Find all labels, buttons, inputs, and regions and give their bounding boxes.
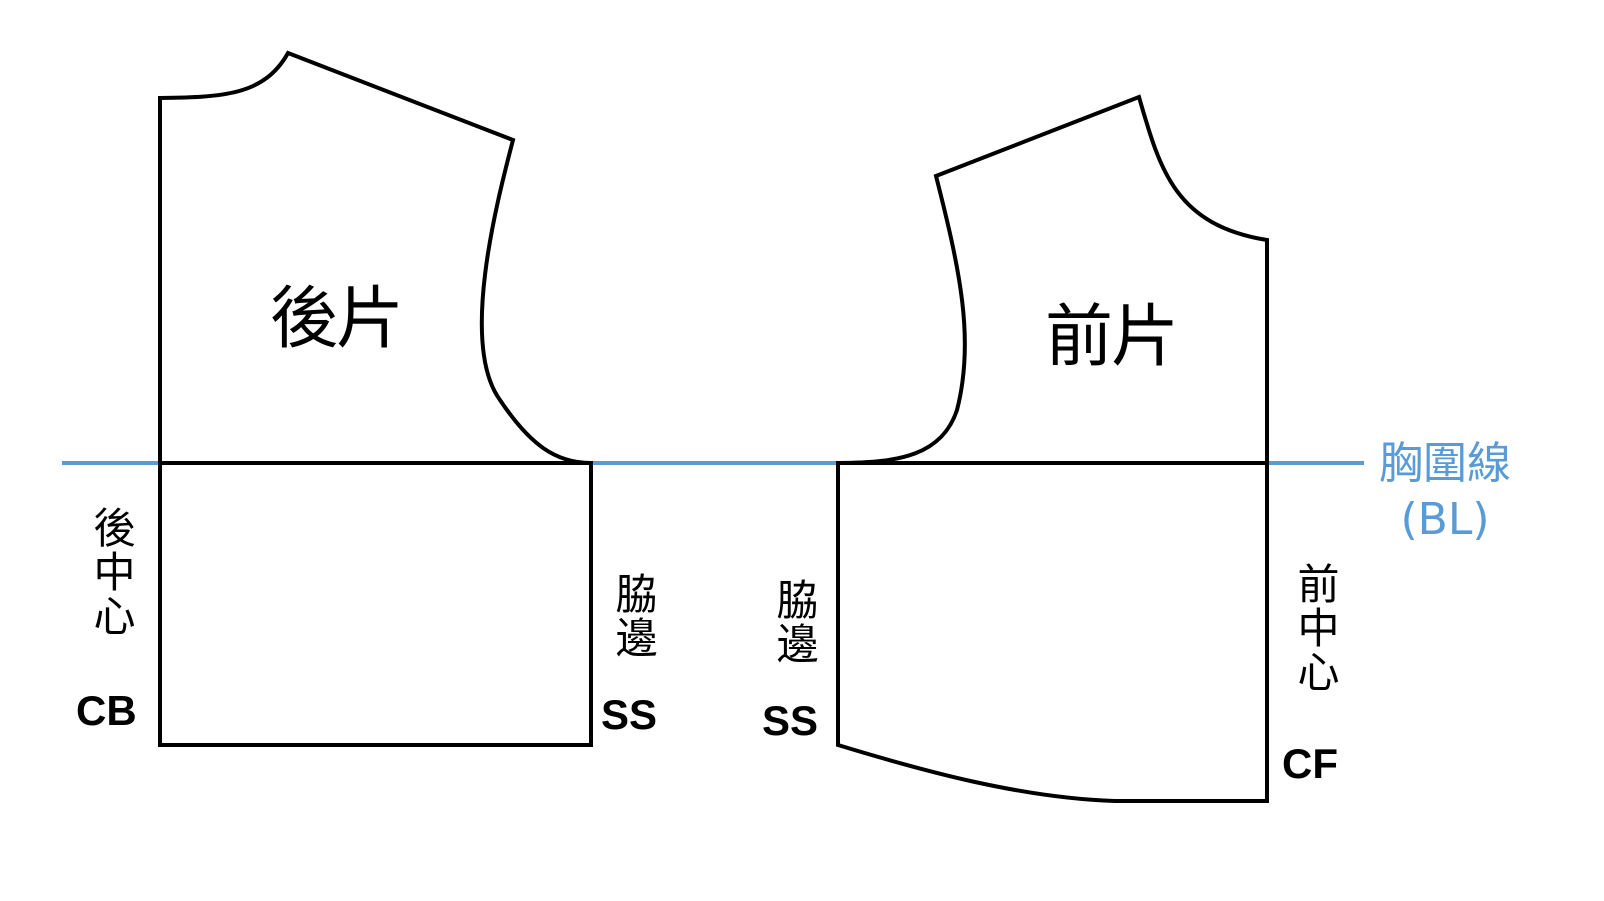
back-side-seam-label: 脇邊 — [609, 572, 658, 660]
back-piece-outline — [158, 50, 593, 747]
back-piece-title: 後片 — [270, 280, 404, 359]
front-center-abbr: CF — [1282, 740, 1338, 787]
front-center-label: 前中心 — [1291, 562, 1340, 694]
front-piece-outline — [836, 94, 1269, 803]
bust-line-abbr: (BL) — [1400, 494, 1490, 545]
front-piece-title: 前片 — [1045, 298, 1179, 377]
back-side-seam-abbr: SS — [601, 691, 658, 738]
front-side-seam-abbr: SS — [762, 697, 819, 744]
bust-line-label: 胸圍線 — [1379, 438, 1511, 489]
back-center-abbr: CB — [76, 687, 137, 734]
front-side-seam-label: 脇邊 — [770, 578, 819, 666]
bust-line-label-block: 胸圍線 (BL) — [1370, 436, 1520, 548]
back-center-label: 後中心 — [87, 506, 136, 638]
